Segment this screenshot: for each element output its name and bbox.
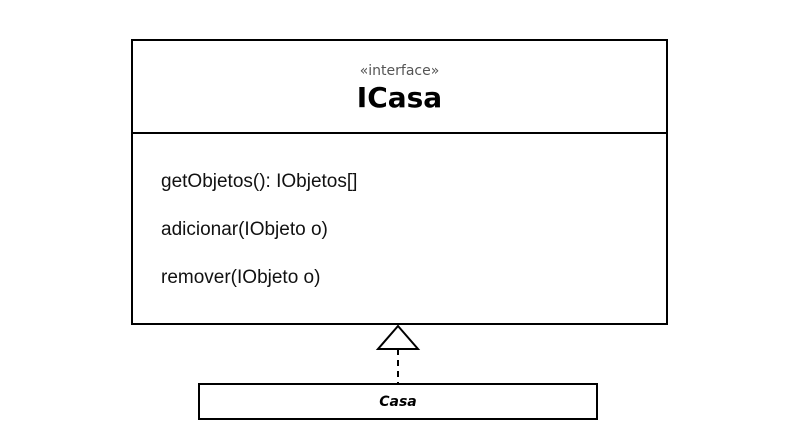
class-casa-name: Casa	[379, 394, 417, 410]
interface-class-box[interactable]: «interface» ICasa getObjetos(): IObjetos…	[131, 39, 668, 325]
interface-name: ICasa	[356, 81, 443, 114]
interface-stereotype: «interface»	[359, 63, 440, 79]
realization-arrowhead-triangle	[375, 324, 421, 350]
method-remover: remover(IObjeto o)	[161, 267, 321, 288]
method-get-objetos: getObjetos(): IObjetos[]	[161, 171, 358, 192]
class-casa-box[interactable]: Casa	[198, 383, 598, 420]
interface-header: «interface» ICasa	[133, 41, 666, 134]
method-adicionar: adicionar(IObjeto o)	[161, 219, 328, 240]
